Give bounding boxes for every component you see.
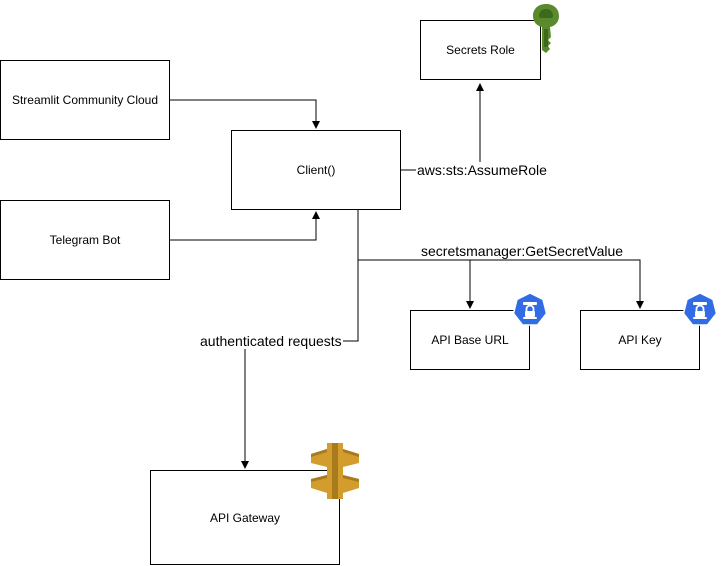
api-base-url-label: API Base URL: [431, 333, 509, 347]
api-key-label: API Key: [618, 333, 662, 347]
edge-client-to-secrets-role: [400, 83, 484, 171]
api-base-url-node: API Base URL: [410, 310, 530, 370]
edge-streamlit-to-client: [170, 99, 320, 129]
edge-telegram-to-client: [170, 211, 320, 241]
client-label: Client(): [296, 163, 336, 177]
api-gateway-label: API Gateway: [209, 510, 281, 525]
streamlit-community-cloud-node: Streamlit Community Cloud: [0, 60, 170, 140]
authenticated-requests-label: authenticated requests: [199, 333, 343, 349]
secret-lock-icon: [682, 292, 718, 326]
edge-client-to-api-base-url: [357, 210, 474, 309]
secrets-role-label: Secrets Role: [446, 43, 515, 57]
streamlit-label: Streamlit Community Cloud: [11, 93, 159, 107]
telegram-bot-node: Telegram Bot: [0, 200, 170, 280]
get-secret-value-label: secretsmanager:GetSecretValue: [420, 243, 625, 259]
secret-lock-icon: [512, 292, 548, 326]
edge-client-to-api-key: [470, 259, 644, 309]
api-gateway-node: API Gateway: [150, 470, 340, 565]
api-gateway-icon: [311, 443, 359, 499]
secrets-role-node: Secrets Role: [420, 20, 541, 80]
assume-role-label: aws:sts:AssumeRole: [416, 162, 548, 178]
iam-key-icon: [533, 4, 559, 53]
edge-client-to-api-gateway: [241, 260, 359, 469]
client-node: Client(): [231, 130, 401, 210]
telegram-label: Telegram Bot: [49, 233, 121, 247]
api-key-node: API Key: [580, 310, 700, 370]
